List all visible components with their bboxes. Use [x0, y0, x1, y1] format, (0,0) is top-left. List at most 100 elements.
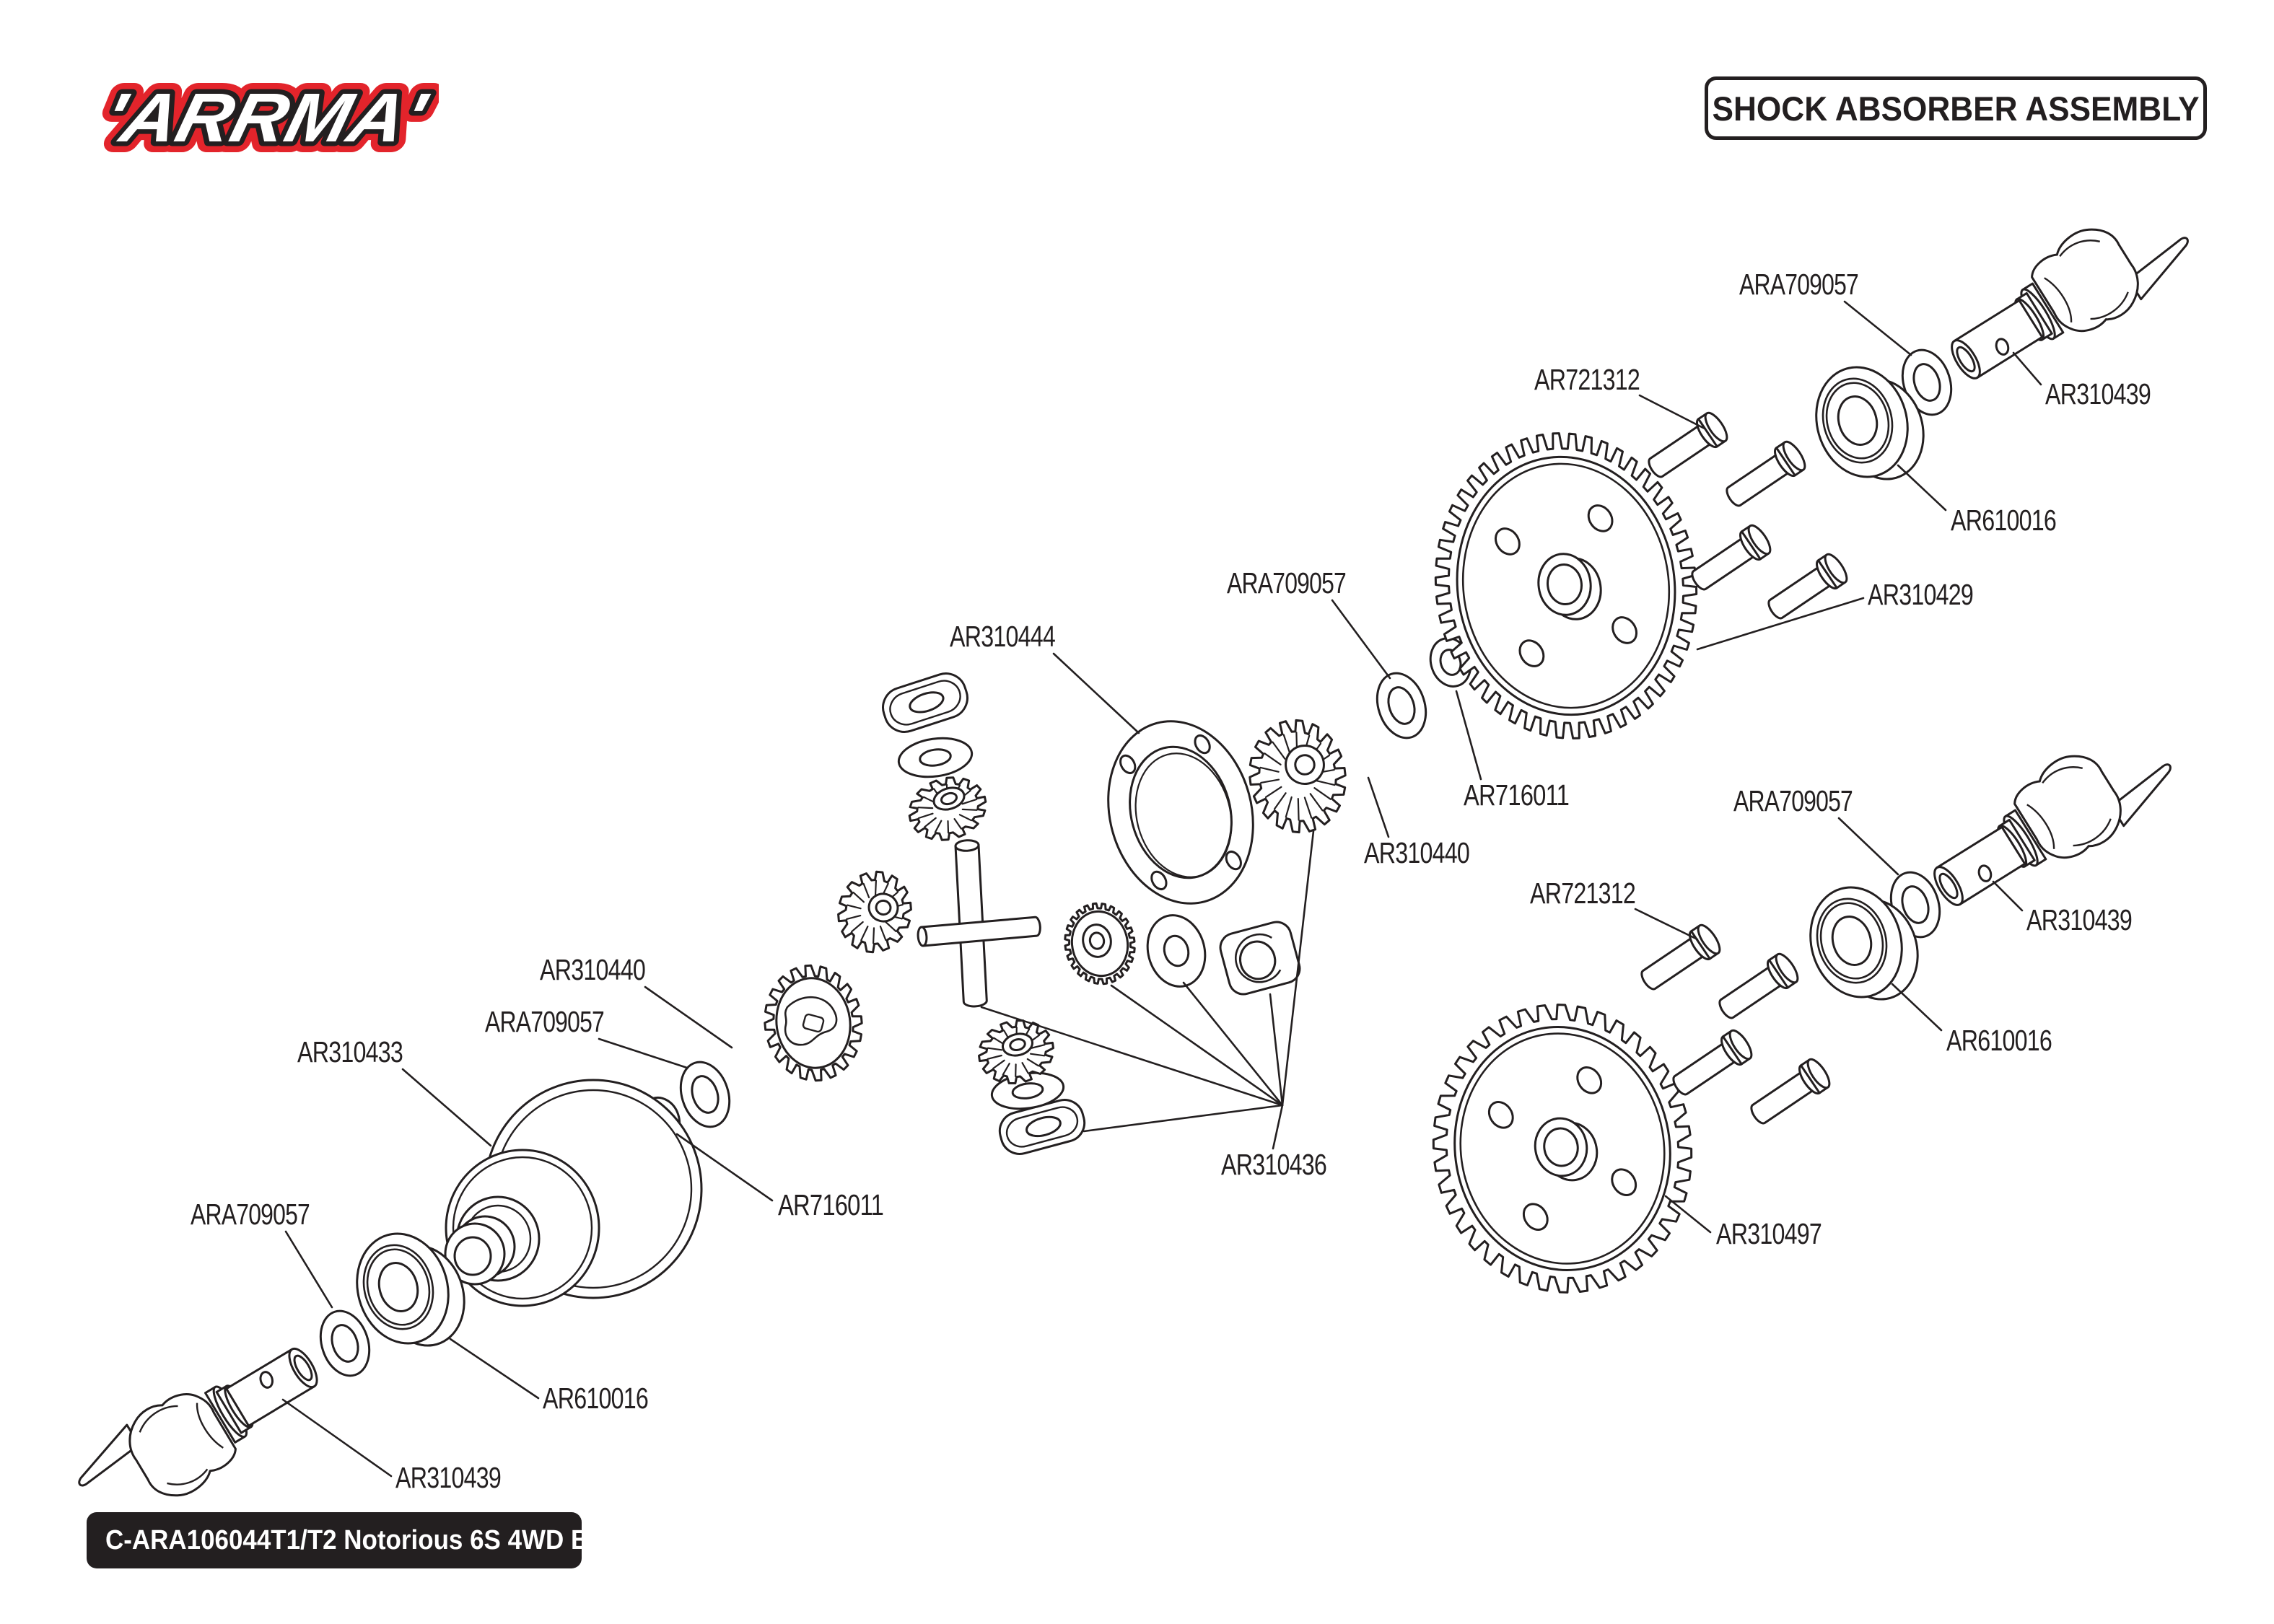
cup-ridge-bottom: [139, 1405, 178, 1433]
pad-hole: [909, 691, 945, 714]
pin-shaft: [1691, 534, 1759, 591]
bearing-bore: [1837, 395, 1879, 446]
spur-gear-ar310429: [1434, 432, 1698, 739]
bevel-tooth-line: [1260, 778, 1280, 784]
bevel-tooth-line: [987, 1047, 1003, 1051]
fan-leader-line: [1083, 1104, 1284, 1133]
part-label: AR310440: [540, 953, 645, 986]
pad-inner-line: [1005, 1106, 1079, 1148]
cup-blade: [78, 1423, 140, 1487]
cross-pin: [917, 916, 1041, 947]
label-leader-line: [1638, 394, 1706, 430]
gear-bolt-hole: [1494, 527, 1521, 556]
bearing-bore: [377, 1262, 419, 1312]
cup-blade: [2110, 763, 2172, 828]
fan-leader-line: [1182, 981, 1284, 1107]
washer-hole: [919, 748, 952, 767]
cup-blade: [2127, 237, 2189, 301]
bevel-bore: [1009, 1037, 1026, 1052]
label-leader-line: [2012, 351, 2042, 386]
part-label: ARA709057: [191, 1198, 310, 1231]
bevel-tooth-line: [961, 798, 978, 805]
gasket-inner-line: [1134, 752, 1233, 878]
outdrive-cup-ar310439: [78, 1347, 318, 1497]
label-leader-line: [1331, 599, 1391, 680]
shim-washer-ara709057: [679, 1061, 731, 1128]
pin-flange-face: [1697, 923, 1721, 955]
part-label: AR310444: [950, 620, 1055, 653]
fan-leader-line: [1269, 993, 1284, 1107]
diff-case-ar310433: [444, 1079, 703, 1307]
shim-hole: [1239, 940, 1277, 980]
washer-hole: [1163, 934, 1190, 967]
label-leader-line: [281, 1398, 393, 1478]
bevel-tooth-line: [917, 807, 934, 809]
fan-leader-line: [1110, 984, 1284, 1107]
bevel-bore: [875, 899, 892, 916]
part-label: ARA709057: [1733, 784, 1853, 817]
bevel-tooth-line: [958, 814, 973, 822]
sheet-title-box: SHOCK ABSORBER ASSEMBLY: [1705, 76, 2207, 140]
pin-flange-face: [1782, 440, 1806, 472]
part-label: AR310439: [395, 1461, 501, 1494]
washer-hole: [1011, 1082, 1044, 1100]
part-label: AR610016: [543, 1382, 648, 1415]
shaft-cross-hole: [1977, 864, 1993, 882]
shim-washer-ara709057: [319, 1309, 371, 1377]
bearing-ar610016: [1809, 886, 1919, 1001]
arrma-logo-art: 'ARRMA' 'ARRMA' 'ARRMA': [85, 68, 446, 167]
bevel-tooth-line: [1297, 797, 1300, 821]
pin-flange-face: [1704, 411, 1728, 443]
part-label: AR310439: [2045, 377, 2151, 411]
label-leader-line: [1696, 597, 1865, 651]
part-label: AR716011: [1464, 778, 1569, 812]
bevel-tooth-line: [874, 879, 878, 897]
thrust-pad: [882, 672, 968, 733]
part-label: AR310439: [2026, 903, 2132, 936]
bevel-tooth-line: [934, 820, 943, 833]
part-label: AR721312: [1530, 877, 1635, 910]
bevel-tooth-line: [850, 921, 864, 933]
crown-gear: [764, 964, 863, 1082]
gasket-bolt-hole: [1225, 850, 1242, 871]
label-leader-line: [284, 1230, 333, 1309]
kit-id-badge: C-ARA106044T1/T2 Notorious 6S 4WD BLX 1/…: [87, 1512, 746, 1568]
bevel-gear: [1248, 719, 1347, 834]
pin-body: [920, 916, 1041, 947]
pin-shaft: [1718, 962, 1787, 1019]
part-label: AR310436: [1221, 1148, 1326, 1181]
part-label: AR310497: [1716, 1217, 1822, 1250]
bevel-gear: [837, 870, 912, 954]
pin-flange-face: [1806, 1058, 1831, 1089]
diff-internals-group: [878, 672, 1303, 1155]
cup-body: [128, 1393, 237, 1497]
crown-center-hole: [802, 1013, 825, 1033]
bevel-tooth-line: [1313, 787, 1331, 800]
pin-end-cap: [917, 926, 928, 947]
hinge-pin-ar721312: [1718, 952, 1799, 1019]
bevel-tooth-line: [1303, 796, 1313, 819]
gear-bolt-hole: [1611, 1168, 1637, 1196]
pin-shaft: [1767, 563, 1836, 620]
hinge-pin-ar721312: [1750, 1058, 1831, 1125]
ring-gear-ar310497: [1432, 1004, 1693, 1294]
bearing-ar610016: [356, 1232, 465, 1347]
sun-gear: [1064, 902, 1136, 986]
bevel-tooth-line: [1316, 780, 1336, 786]
bevel-bore: [940, 791, 958, 806]
bevel-bore: [1294, 754, 1316, 776]
shaft-cross-hole: [259, 1371, 274, 1389]
pin-shaft: [1648, 421, 1716, 478]
gear-bolt-hole: [1522, 1203, 1549, 1231]
label-leader-line: [644, 986, 733, 1049]
bevel-tooth-line: [1259, 766, 1280, 773]
shaft-bore: [1938, 872, 1959, 900]
fan-leader-line: [980, 1006, 1284, 1107]
hinge-pin-ar721312: [1726, 440, 1806, 507]
gear-bolt-hole: [1487, 1101, 1514, 1129]
bearing-race-line: [1816, 897, 1888, 984]
hinge-pin-ar721312: [1640, 923, 1721, 991]
bevel-tooth-line: [1282, 734, 1292, 756]
gasket-bolt-hole: [1150, 870, 1168, 891]
